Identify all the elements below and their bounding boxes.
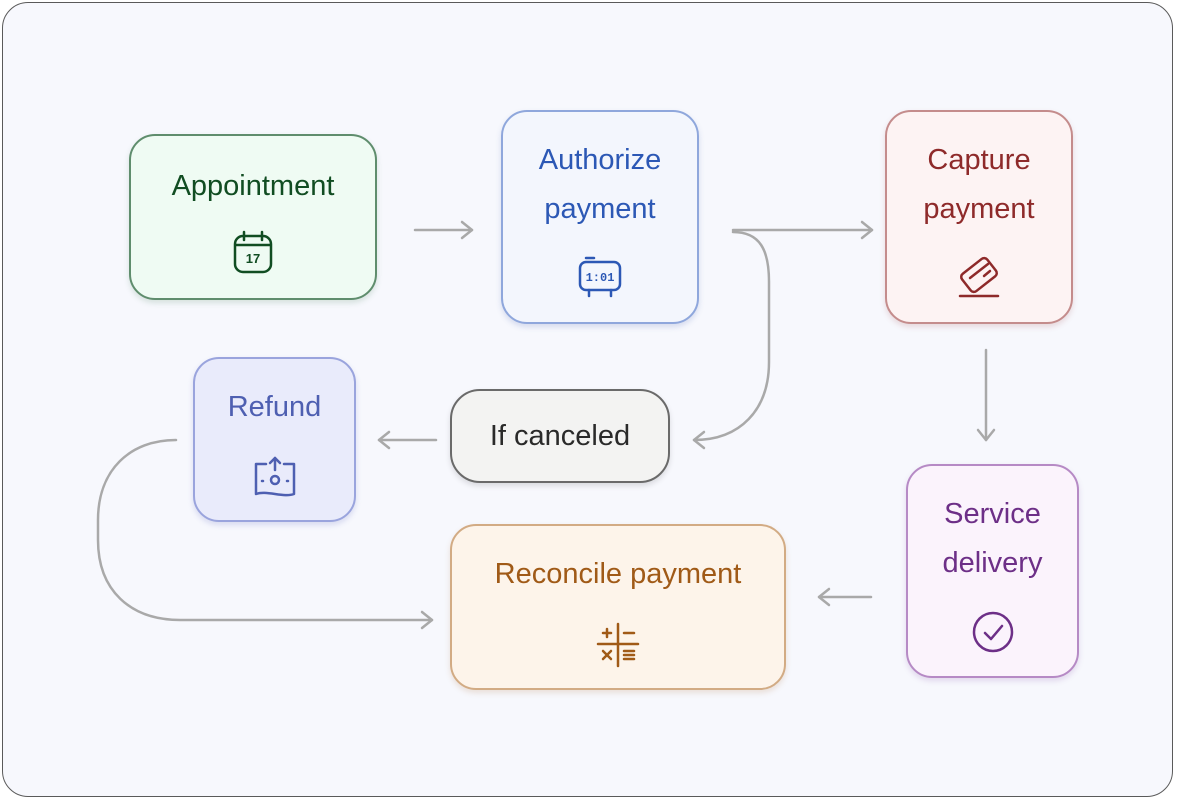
timer-display-text: 1:01	[586, 271, 615, 285]
node-service-delivery: Service delivery	[906, 464, 1079, 678]
arrow-authorize-to-if-canceled	[692, 230, 771, 450]
node-appointment: Appointment 17	[129, 134, 377, 300]
node-reconcile-payment: Reconcile payment	[450, 524, 786, 690]
arrow-appointment-to-authorize	[413, 220, 474, 240]
check-circle-icon	[972, 611, 1013, 653]
arrow-service-to-reconcile	[817, 587, 873, 607]
node-refund: Refund	[193, 357, 356, 522]
node-authorize-label-line2: payment	[544, 193, 656, 225]
calendar-icon: 17	[233, 230, 273, 274]
timer-display-icon: 1:01	[578, 256, 622, 298]
node-authorize-label-line1: Authorize	[538, 144, 662, 176]
node-if-canceled-label: If canceled	[489, 419, 631, 452]
node-capture-label-line2: payment	[923, 193, 1035, 225]
money-refund-icon	[254, 456, 295, 497]
node-reconcile-label: Reconcile payment	[494, 558, 742, 590]
credit-card-icon	[958, 256, 1000, 298]
calendar-icon-day: 17	[246, 251, 260, 266]
arrow-capture-to-service	[976, 348, 996, 442]
node-capture-payment: Capture payment	[885, 110, 1073, 324]
node-authorize-payment: Authorize payment 1:01	[501, 110, 699, 324]
node-appointment-label: Appointment	[171, 170, 335, 202]
node-refund-label: Refund	[227, 391, 322, 423]
node-service-label-line2: delivery	[942, 547, 1043, 579]
arrow-refund-to-reconcile	[96, 438, 434, 630]
arrow-if-canceled-to-refund	[377, 430, 438, 450]
calculator-icon	[596, 622, 640, 668]
node-service-label-line1: Service	[944, 498, 1041, 530]
node-capture-label-line1: Capture	[927, 144, 1031, 176]
node-if-canceled: If canceled	[450, 389, 670, 483]
arrow-authorize-to-capture	[731, 220, 874, 240]
